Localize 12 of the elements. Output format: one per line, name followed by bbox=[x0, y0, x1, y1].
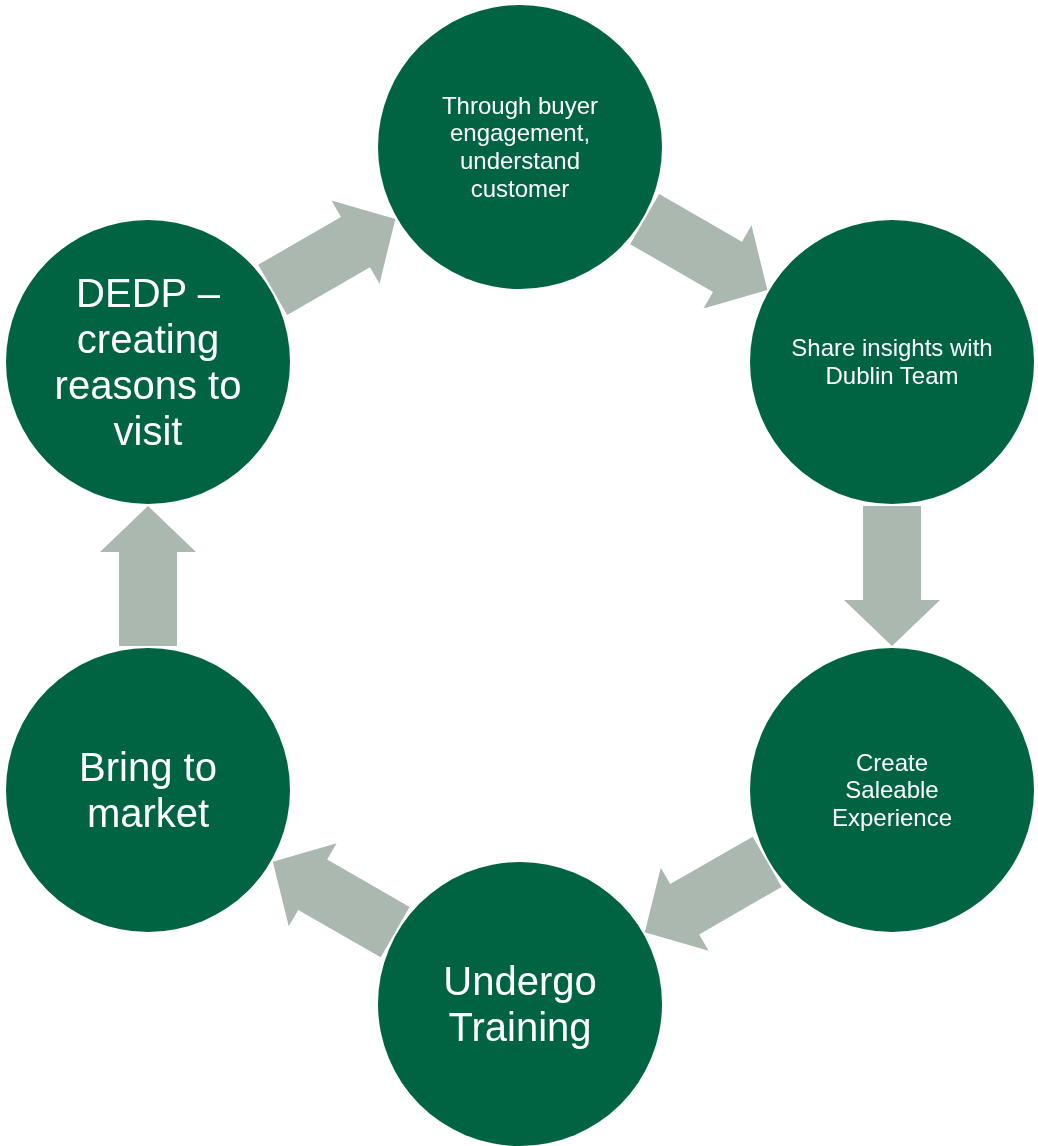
block-arrow bbox=[630, 193, 768, 309]
block-arrow bbox=[100, 506, 196, 646]
step-label: Undergo Training bbox=[442, 958, 598, 1050]
block-arrow bbox=[844, 506, 940, 646]
step-label: DEDP – creating reasons to visit bbox=[53, 270, 243, 454]
step-label: Create Saleable Experience bbox=[830, 748, 954, 832]
block-arrow bbox=[272, 843, 410, 958]
step-label: Through buyer engagement, understand customer bbox=[440, 91, 600, 203]
step-label: Share insights with Dublin Team bbox=[790, 334, 994, 390]
block-arrow bbox=[644, 836, 782, 951]
block-arrow bbox=[258, 200, 396, 316]
step-label: Bring to market bbox=[78, 744, 218, 836]
